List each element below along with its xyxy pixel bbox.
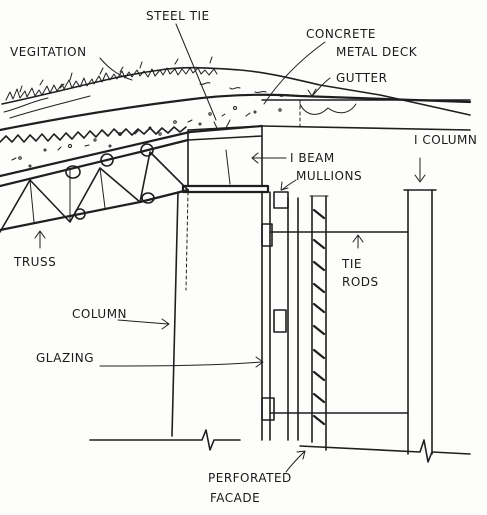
label-tie: TIE <box>341 257 362 271</box>
label-mullions: MULLIONS <box>296 169 362 183</box>
label-glazing: GLAZING <box>36 351 94 365</box>
perforated-facade <box>309 195 329 451</box>
label-column: COLUMN <box>72 307 127 321</box>
label-i-column: I COLUMN <box>414 133 477 147</box>
label-facade: FACADE <box>210 491 260 505</box>
label-steel-tie: STEEL TIE <box>146 9 210 23</box>
vegetation-layer <box>1 56 471 119</box>
truss <box>0 138 190 233</box>
label-rods: RODS <box>342 275 379 289</box>
label-vegetation: VEGITATION <box>10 45 87 59</box>
mullions <box>261 191 299 441</box>
i-column <box>403 189 437 455</box>
leaders <box>34 23 426 473</box>
label-concrete: CONCRETE <box>306 27 376 41</box>
steel-tie-block <box>181 119 270 194</box>
concrete-metal-deck <box>0 93 472 178</box>
label-truss: TRUSS <box>13 255 56 269</box>
label-perforated: PERFORATED <box>208 471 292 485</box>
ground-line <box>89 429 471 463</box>
gutter <box>261 99 471 131</box>
tie-rods <box>269 231 409 414</box>
column <box>171 191 189 437</box>
label-i-beam: I BEAM <box>290 151 335 165</box>
label-metal-deck: METAL DECK <box>336 45 418 59</box>
label-gutter: GUTTER <box>336 71 387 85</box>
